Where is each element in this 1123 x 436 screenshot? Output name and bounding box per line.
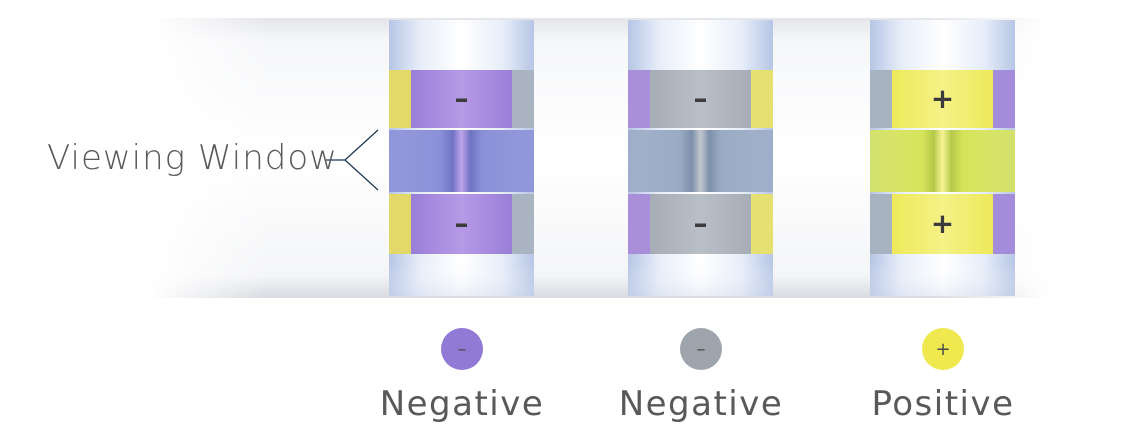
pad-body xyxy=(650,194,751,254)
plus-sign-icon: + xyxy=(931,82,954,115)
plus-sign-icon: + xyxy=(935,338,951,360)
test-strip-2: –– xyxy=(628,20,773,296)
pad-body xyxy=(892,194,993,254)
pad-edge-right xyxy=(993,70,1015,128)
top-pad: – xyxy=(628,70,773,128)
bottom-pad: – xyxy=(628,194,773,254)
pad-edge-left xyxy=(389,70,411,128)
minus-sign-icon: – xyxy=(455,82,469,115)
bottom-pad: – xyxy=(389,194,534,254)
test-strip-3: ++ xyxy=(870,20,1015,296)
pad-body xyxy=(892,70,993,128)
viewing-window xyxy=(628,130,773,192)
pad-edge-right xyxy=(512,70,534,128)
top-pad: – xyxy=(389,70,534,128)
legend-label: Negative xyxy=(379,384,545,424)
viewing-window-connector xyxy=(326,129,379,191)
pad-edge-right xyxy=(993,194,1015,254)
pad-edge-left xyxy=(870,70,892,128)
minus-sign-icon: – xyxy=(455,207,469,240)
top-pad: + xyxy=(870,70,1015,128)
legend-item-3: + Positive xyxy=(853,328,1033,424)
minus-sign-icon: – xyxy=(696,338,706,360)
minus-sign-icon: – xyxy=(694,207,708,240)
minus-sign-icon: – xyxy=(694,82,708,115)
bottom-pad: + xyxy=(870,194,1015,254)
pad-body xyxy=(650,70,751,128)
test-strip-1: –– xyxy=(389,20,534,296)
legend-dot-negative: – xyxy=(441,328,483,370)
pad-edge-right xyxy=(512,194,534,254)
legend-dot-positive: + xyxy=(922,328,964,370)
legend-label: Positive xyxy=(871,384,1015,424)
viewing-window xyxy=(389,130,534,192)
legend-label: Negative xyxy=(618,384,784,424)
pad-edge-left xyxy=(870,194,892,254)
viewing-window-label: Viewing Window xyxy=(47,138,338,178)
pad-edge-left xyxy=(389,194,411,254)
pad-body xyxy=(411,194,512,254)
minus-sign-icon: – xyxy=(457,338,467,360)
pad-body xyxy=(411,70,512,128)
legend-item-1: – Negative xyxy=(372,328,552,424)
legend-item-2: – Negative xyxy=(611,328,791,424)
viewing-window xyxy=(870,130,1015,192)
pad-edge-left xyxy=(628,70,650,128)
legend-dot-negative: – xyxy=(680,328,722,370)
pad-edge-left xyxy=(628,194,650,254)
plus-sign-icon: + xyxy=(931,207,954,240)
pad-edge-right xyxy=(751,194,773,254)
pad-edge-right xyxy=(751,70,773,128)
